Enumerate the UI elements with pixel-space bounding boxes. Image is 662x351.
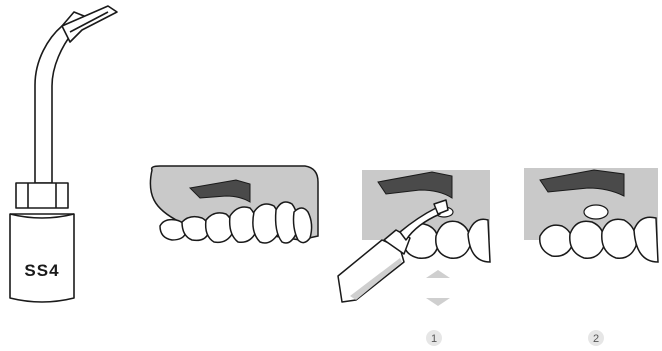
arrow-up-icon [426,270,450,278]
step-1-label: 1 [431,333,437,345]
tip-blade [62,6,117,42]
window-step2 [584,205,608,219]
step-2-label: 2 [593,333,599,345]
arrow-down-icon [426,298,450,306]
tip-label: SS4 [24,261,59,280]
handpiece-body [338,240,404,302]
tip-hex-nut [16,183,68,208]
tip-base [10,214,74,302]
tip-shaft [35,12,84,183]
maxilla-overview [150,166,318,243]
step-2-panel: 2 [524,168,658,346]
step-1-panel: 1 [338,170,490,346]
instrument-tip: SS4 [10,6,117,302]
